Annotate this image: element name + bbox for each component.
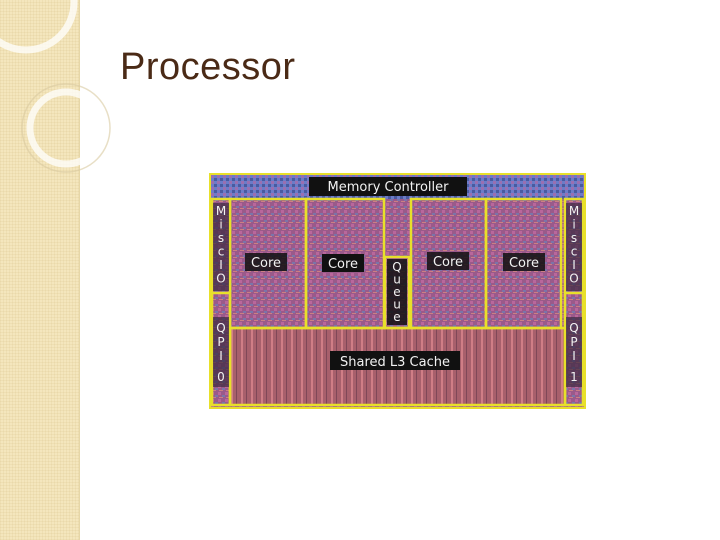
v-misc-r-char: c <box>571 245 578 259</box>
v-misc-r-char: O <box>569 272 578 286</box>
v-qpi-r-char: Q <box>569 321 578 335</box>
core-label-3: Core <box>433 255 463 270</box>
v-misc-r-char: s <box>571 231 577 245</box>
v-misc-l-char: c <box>218 245 225 259</box>
cache-label-bg <box>330 351 460 370</box>
memory-controller-label-bg <box>309 177 467 196</box>
core-label-4: Core <box>509 256 539 271</box>
v-misc-r-char: M <box>569 204 579 218</box>
v-queue-char: e <box>393 310 400 324</box>
right-io-outline <box>563 197 584 407</box>
v-misc-l-char: i <box>219 218 222 232</box>
v-qpi-r-index: 1 <box>570 370 578 384</box>
v-misc-l-char: M <box>216 204 226 218</box>
v-qpi-r-char: I <box>572 349 576 363</box>
core-label-2: Core <box>328 257 358 272</box>
v-queue-char: u <box>393 273 401 287</box>
processor-die-diagram: Memory Controller Core Core Core Core Sh… <box>209 173 586 409</box>
qpi-1-label: QPI 1 <box>569 321 578 384</box>
v-queue-char: u <box>393 298 401 312</box>
v-qpi-l-char: Q <box>216 321 225 335</box>
v-misc-r-char: I <box>572 258 576 272</box>
v-queue-char: Q <box>392 260 401 274</box>
shared-cache-label: Shared L3 Cache <box>340 355 450 370</box>
decorative-circles <box>0 0 111 173</box>
qpi-0-label: QPI 0 <box>216 321 225 384</box>
v-misc-l-char: s <box>218 231 224 245</box>
slide-title: Processor <box>120 46 296 88</box>
v-queue-char: e <box>393 285 400 299</box>
core-label-1: Core <box>251 256 281 271</box>
v-misc-l-char: O <box>216 272 225 286</box>
v-qpi-l-char: I <box>219 349 223 363</box>
memory-controller-label: Memory Controller <box>328 180 450 195</box>
v-misc-l-char: I <box>219 258 223 272</box>
v-qpi-r-char: P <box>570 335 577 349</box>
v-misc-r-char: i <box>572 218 575 232</box>
v-qpi-l-index: 0 <box>217 370 225 384</box>
v-qpi-l-char: P <box>217 335 224 349</box>
